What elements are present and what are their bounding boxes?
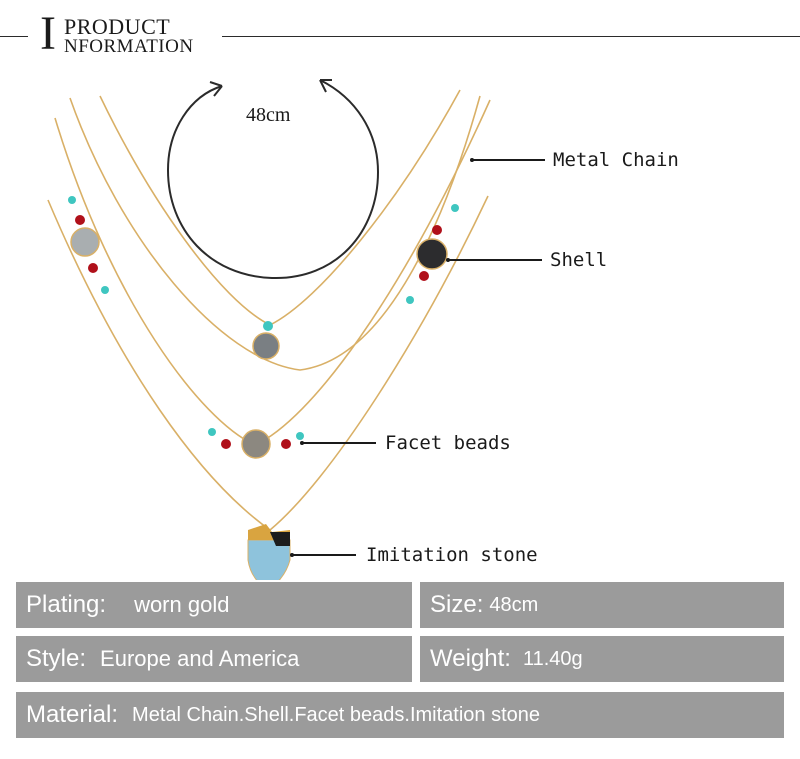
section-title: I PRODUCT NFORMATION: [40, 10, 220, 60]
title-product: PRODUCT: [64, 14, 171, 39]
title-initial: I: [40, 7, 56, 60]
spec-size-label: Size:: [430, 591, 484, 618]
spec-style-label: Style:: [26, 645, 87, 672]
header-rule-left: [0, 36, 28, 37]
callout-lines: [292, 159, 545, 556]
spec-plating-label: Plating:: [26, 591, 107, 618]
spec-plating: Plating: worn gold: [16, 582, 412, 628]
imitation-stone-pendant: [247, 524, 291, 580]
spec-size-value: 48cm: [489, 593, 539, 616]
callout-shell: Shell: [550, 249, 608, 271]
shell-disc: [70, 227, 100, 257]
chains: [47, 89, 491, 532]
callout-dots: [290, 158, 474, 557]
title-information: NFORMATION: [64, 36, 194, 57]
callout-metal-chain: Metal Chain: [553, 149, 679, 171]
spec-plating-value: worn gold: [134, 592, 230, 617]
shell-disc: [241, 429, 271, 459]
spec-material: Material: Metal Chain.Shell.Facet beads.…: [16, 692, 784, 738]
callout-facet-beads: Facet beads: [385, 432, 511, 454]
spec-weight: Weight: 11.40g: [420, 636, 784, 682]
spec-weight-value: 11.40g: [522, 647, 583, 670]
header-rule-right: [222, 36, 800, 37]
spec-material-value: Metal Chain.Shell.Facet beads.Imitation …: [132, 703, 541, 726]
shell-disc: [416, 238, 448, 270]
necklace-illustration: [47, 79, 545, 580]
spec-size: Size: 48cm: [420, 582, 784, 628]
spec-style-value: Europe and America: [100, 646, 300, 671]
spec-style: Style: Europe and America: [16, 636, 412, 682]
facet-beads: [68, 196, 459, 449]
callout-imitation-stone: Imitation stone: [366, 544, 538, 566]
length-measure: 48cm: [246, 104, 291, 126]
shell-disc: [252, 332, 280, 360]
spec-weight-label: Weight:: [430, 645, 511, 672]
curved-arrow-icon: [166, 79, 380, 280]
spec-material-label: Material:: [26, 701, 119, 728]
